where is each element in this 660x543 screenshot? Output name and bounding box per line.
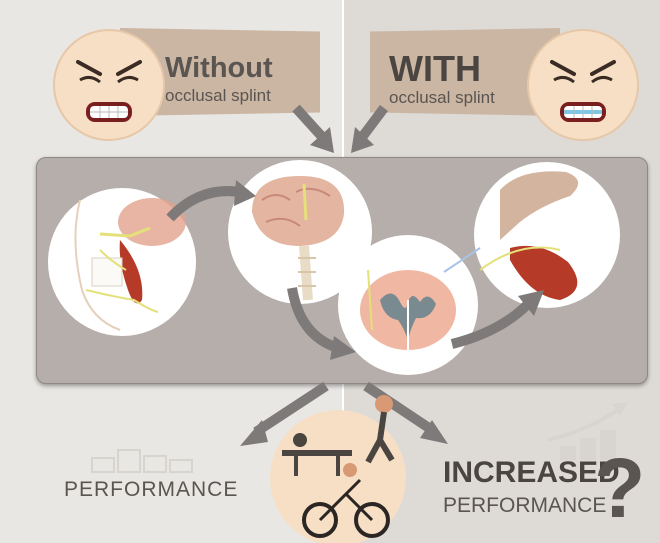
question-mark: ? — [594, 440, 645, 537]
increased-performance-label: PERFORMANCE — [443, 494, 606, 518]
performance-label: PERFORMANCE — [64, 478, 238, 502]
performance-bars-faint — [92, 450, 192, 472]
athletes-icon — [270, 395, 406, 543]
